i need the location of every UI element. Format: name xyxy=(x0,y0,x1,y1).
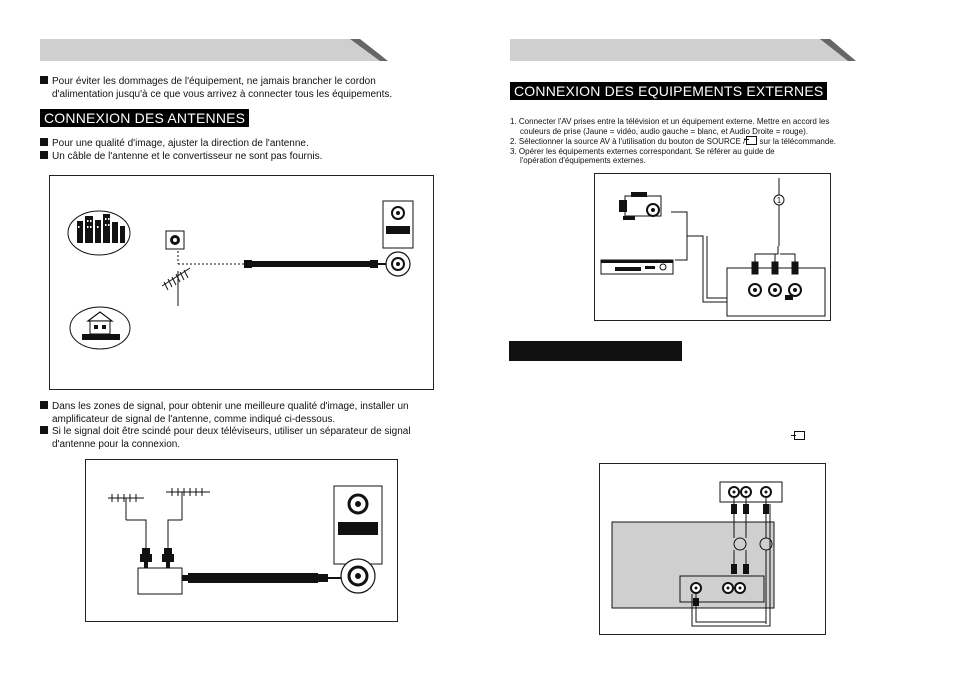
amplifier-diagram xyxy=(85,459,398,622)
input-source-icon xyxy=(791,431,805,440)
signal-note-1-line-1: Dans les zones de signal, pour obtenir u… xyxy=(52,401,409,412)
av-connection-diagram: 1 xyxy=(594,173,831,321)
step-1-line-1: 1. Connecter l'AV prises entre la télévi… xyxy=(510,117,830,126)
signal-note-2-line-1: Si le signal doit être scindé pour deux … xyxy=(52,426,411,437)
step-2-line-1: 2. Sélectionner la source AV à l'utilisa… xyxy=(510,137,746,146)
monitor-out-drawing xyxy=(611,481,783,627)
warning-line-1: Pour éviter les dommages de l'équipement… xyxy=(52,76,376,87)
step-3-line-1: 3. Opérer les équipements externes corre… xyxy=(510,146,775,156)
antenna-section-title: CONNEXION DES ANTENNES xyxy=(40,109,250,127)
vcr-icon xyxy=(600,259,674,275)
input-source-icon xyxy=(744,136,758,145)
wall-outlet-icon xyxy=(165,230,185,250)
coax-cable-2 xyxy=(182,573,346,583)
antenna-note-2: Un câble de l'antenne et le convertisseu… xyxy=(52,150,323,162)
coax-cable xyxy=(244,260,388,268)
signal-notes: Dans les zones de signal, pour obtenir u… xyxy=(40,401,411,451)
external-section-title: CONNEXION DES EQUIPEMENTS EXTERNES xyxy=(510,82,828,100)
signal-note-2-line-2: d'antenne pour la connexion. xyxy=(52,438,181,450)
step-3-line-2: l'opération d'équipements externes. xyxy=(520,156,646,165)
connection-steps: 1. Connecter l'AV prises entre la télévi… xyxy=(510,117,836,166)
signal-note-1-line-2: amplificateur de signal de l'antenne, co… xyxy=(52,413,336,425)
amplifier-diagram-drawing xyxy=(108,485,383,595)
antenna-pair-icon xyxy=(108,488,210,548)
callout-number: 1 xyxy=(777,196,782,205)
camcorder-icon xyxy=(619,192,662,220)
antenna-diagram-drawing xyxy=(67,200,414,350)
antenna-notes: Pour une qualité d'image, ajuster la dir… xyxy=(40,138,322,163)
tv-antenna-input-2 xyxy=(333,485,383,594)
step-1-line-2: couleurs de prise (Jaune = vidéo, audio … xyxy=(520,126,808,136)
step-2-line-1-end: sur la télécommande. xyxy=(757,137,836,146)
house-icon xyxy=(69,306,131,350)
warning-line-2: d'alimentation jusqu'à ce que vous arriv… xyxy=(52,88,393,100)
antenna-note-1: Pour une qualité d'image, ajuster la dir… xyxy=(52,138,309,149)
roof-antenna-icon xyxy=(161,267,191,306)
section-title-bar xyxy=(509,341,682,361)
monitor-out-diagram xyxy=(599,463,826,635)
antenna-diagram xyxy=(49,175,434,390)
rca-jacks xyxy=(748,283,802,300)
signal-amplifier xyxy=(137,567,183,595)
power-warning: Pour éviter les dommages de l'équipement… xyxy=(40,76,392,101)
tv-antenna-input xyxy=(382,200,414,277)
connector-plugs xyxy=(140,548,174,568)
city-icon xyxy=(67,210,131,256)
av-diagram-drawing: 1 xyxy=(600,178,826,317)
